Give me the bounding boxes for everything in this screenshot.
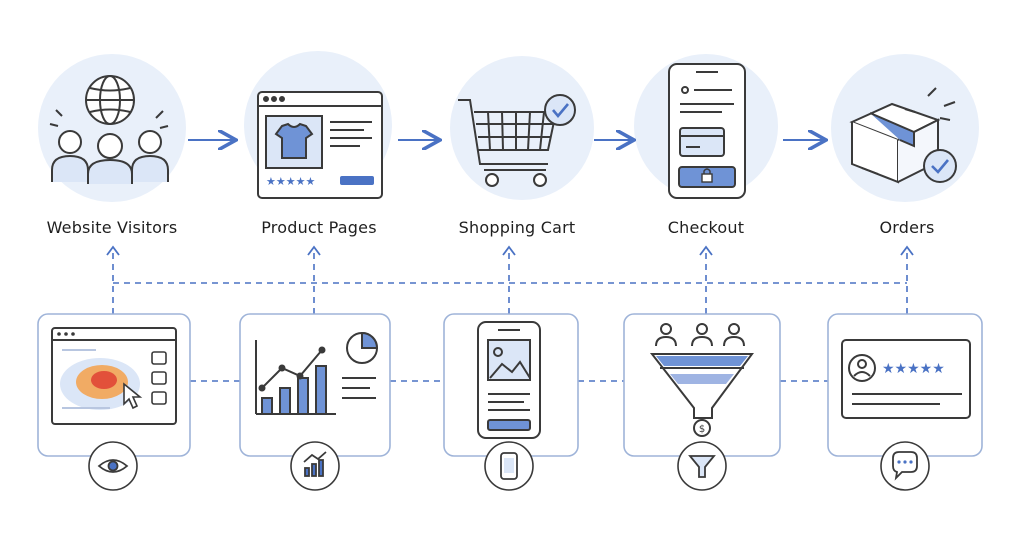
svg-text:★★★★★: ★★★★★ xyxy=(266,175,315,188)
visitors-globe-icon xyxy=(49,75,169,184)
mobile-checkout-icon xyxy=(668,63,746,199)
analytics-chart-card xyxy=(255,331,379,415)
heatmap-card xyxy=(51,327,177,425)
review-rating-card xyxy=(841,339,971,419)
eye-icon xyxy=(97,459,129,473)
product-rating-stars: ★★★★★ xyxy=(266,175,315,188)
cursor-icon xyxy=(123,382,143,410)
step-label-website-visitors: Website Visitors xyxy=(46,218,178,237)
connector-arrowheads xyxy=(106,245,914,256)
trend-chart-icon xyxy=(303,451,327,477)
conversion-funnel-card: $ xyxy=(649,323,754,437)
order-check-badge xyxy=(923,149,957,183)
step-label-shopping-cart: Shopping Cart xyxy=(458,218,576,237)
step-label-product-pages: Product Pages xyxy=(261,218,377,237)
step-label-checkout: Checkout xyxy=(667,218,745,237)
review-stars: ★★★★★ xyxy=(882,361,945,377)
step-label-orders: Orders xyxy=(879,218,935,237)
smartphone-icon xyxy=(500,452,518,480)
mobile-page-card xyxy=(477,321,541,439)
shopping-cart-icon xyxy=(458,99,558,187)
chat-bubble-icon xyxy=(892,451,918,481)
funnel-icon xyxy=(688,455,716,478)
cart-check-badge xyxy=(544,94,576,126)
step-3-background xyxy=(450,56,594,200)
chat-bubble-badge xyxy=(880,441,930,491)
product-page-icon xyxy=(257,91,383,199)
connector-lines xyxy=(112,250,908,382)
svg-text:$: $ xyxy=(699,424,705,435)
